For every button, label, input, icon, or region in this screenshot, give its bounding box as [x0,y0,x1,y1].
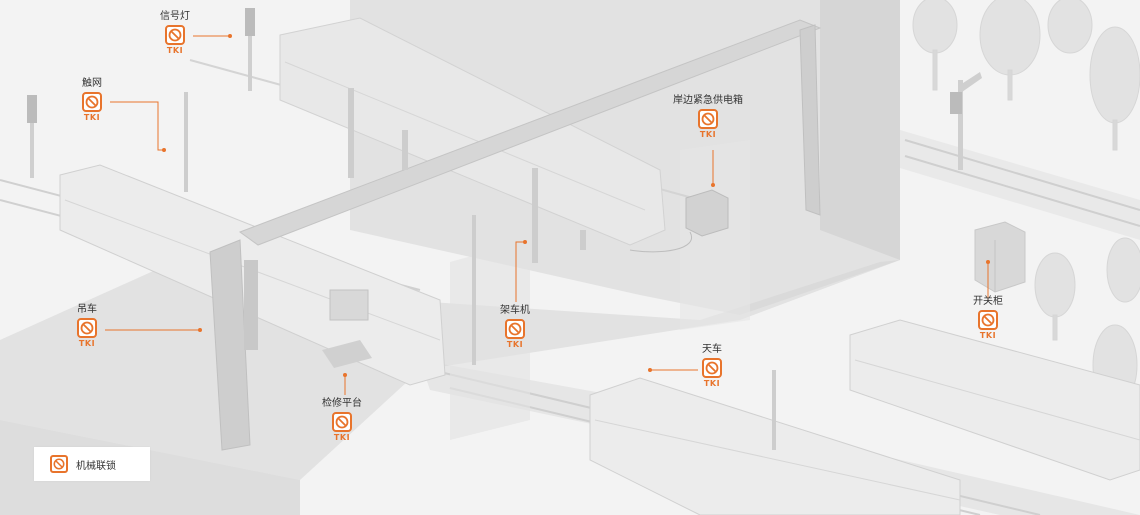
leader-lines [105,35,989,395]
posts [184,88,776,450]
tki-badge-text: TKI [506,340,524,349]
tki-badge-text: TKI [166,46,184,55]
callout-shore-power-box[interactable]: 岸边紧急供电箱 TKI [673,95,743,140]
prohibition-icon [82,92,102,112]
legend-label: 机械联锁 [76,460,116,472]
signal-right [950,72,982,170]
switch-cabinet-shape [974,221,1026,293]
prohibition-icon [77,318,97,338]
prohibition-icon [332,412,352,432]
prohibition-icon [698,109,718,129]
callout-label: 岸边紧急供电箱 [673,95,743,106]
callout-label: 检修平台 [322,398,362,409]
callout-overhead-crane[interactable]: 天车 TKI [702,344,722,389]
shore-power-box-shape [629,189,729,253]
tki-badge-text: TKI [83,113,101,122]
prohibition-icon [165,25,185,45]
callout-maintenance-platform[interactable]: 检修平台 TKI [322,398,362,443]
callout-label: 信号灯 [160,11,190,22]
gantry-crane [209,19,822,451]
tki-badge-text: TKI [703,379,721,388]
trees [912,0,1140,416]
callout-label: 架车机 [500,305,530,316]
prohibition-icon [505,319,525,339]
legend: 机械联锁 [34,447,150,481]
tki-badge-text: TKI [699,130,717,139]
train-back [279,17,666,246]
callout-crane[interactable]: 吊车 TKI [77,304,97,349]
train-right [849,319,1140,481]
prohibition-icon [978,310,998,330]
leader-dots [162,34,990,377]
callout-label: 触网 [82,78,102,89]
prohibition-icon [50,455,68,473]
prohibition-icon [702,358,722,378]
callout-signal[interactable]: 信号灯 TKI [160,11,190,56]
tki-badge-text: TKI [979,331,997,340]
signals-left [27,8,255,178]
callout-catenary[interactable]: 触网 TKI [82,78,102,123]
tki-badge-text: TKI [78,339,96,348]
callout-label: 开关柜 [973,296,1003,307]
callout-label: 天车 [702,344,722,355]
tki-badge-text: TKI [333,433,351,442]
callout-label: 吊车 [77,304,97,315]
maintenance-platform-shape [322,289,372,368]
callout-jacking-machine[interactable]: 架车机 TKI [500,305,530,350]
callout-switch-cabinet[interactable]: 开关柜 TKI [973,296,1003,341]
